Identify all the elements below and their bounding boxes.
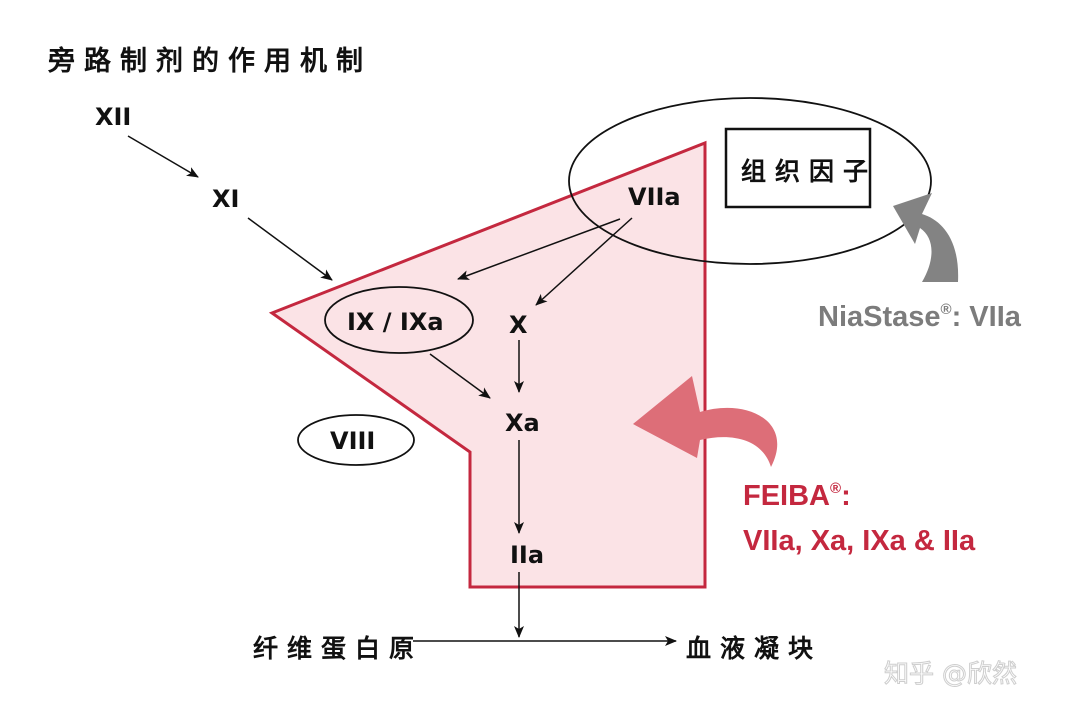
factor-ix-ixa: IX / IXa: [347, 308, 444, 336]
fibrinogen-label: 纤维蛋白原: [253, 634, 423, 663]
tissue-factor-label: 组织因子: [741, 157, 877, 186]
diagram-title: 旁路制剂的作用机制: [47, 45, 372, 77]
viii-ellipse: [297, 414, 415, 466]
niastase-name: NiaStase: [818, 301, 941, 333]
arrow-xi-to-region: [247, 217, 333, 281]
arrow-viia-to-x: [535, 217, 633, 306]
factor-xa: Xa: [505, 409, 540, 437]
feiba-targets: VIIa, Xa, IXa & IIa: [743, 525, 976, 557]
niastase-targets: : VIIa: [952, 301, 1022, 333]
feiba-registered-mark: ®: [830, 480, 841, 497]
clot-label: 血液凝块: [686, 634, 822, 663]
factor-x: X: [509, 311, 528, 339]
niastase-registered-mark: ®: [941, 301, 952, 318]
tissue-factor-box: [724, 127, 872, 209]
feiba-colon: :: [841, 480, 851, 512]
factor-xi: XI: [212, 185, 239, 213]
feiba-name: FEIBA: [743, 480, 830, 512]
tissue-factor-ellipse: [568, 97, 932, 265]
ix-ixa-ellipse: [324, 286, 474, 354]
watermark: 知乎 @欣然: [884, 659, 1017, 688]
niastase-arrow: [893, 193, 959, 282]
coagulation-region: [268, 140, 707, 589]
feiba-arrow: [633, 376, 778, 467]
factor-xii: XII: [95, 103, 131, 131]
arrow-xii-to-xi: [127, 135, 199, 178]
feiba-label: FEIBA®:: [743, 480, 851, 512]
factor-viii: VIII: [330, 427, 375, 455]
niastase-label: NiaStase®: VIIa: [818, 301, 1022, 333]
arrow-viia-to-ix: [457, 218, 621, 280]
factor-viia: VIIa: [628, 183, 681, 211]
arrow-ix-to-xa: [429, 353, 491, 399]
factor-iia: IIa: [510, 541, 544, 569]
